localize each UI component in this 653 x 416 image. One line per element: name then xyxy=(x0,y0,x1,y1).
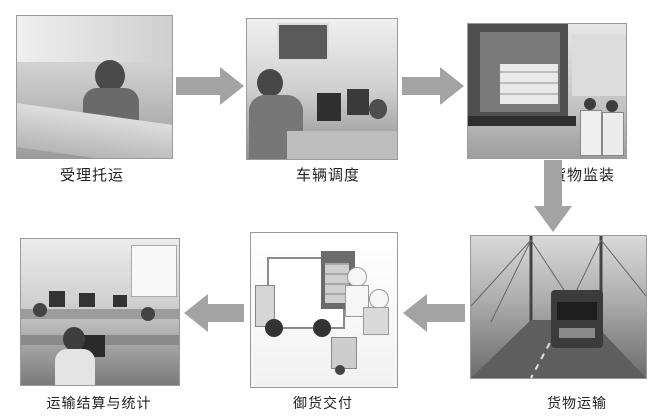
step-label-settle: 运输结算与统计 xyxy=(9,396,189,412)
step-label-supervise: 货物监装 xyxy=(493,166,653,184)
computer-room-photo xyxy=(20,238,180,386)
arrow-right-icon xyxy=(402,67,464,105)
service-desk-photo xyxy=(16,15,173,159)
delivery-van-photo xyxy=(250,232,398,388)
step-label-transport: 货物运输 xyxy=(487,396,653,412)
step-label-deliver: 御货交付 xyxy=(233,396,413,412)
dispatch-office-photo xyxy=(246,18,398,160)
arrow-right-icon xyxy=(176,67,244,105)
arrow-left-icon xyxy=(184,294,244,332)
arrow-down-icon xyxy=(534,160,572,232)
arrow-left-icon xyxy=(403,294,465,332)
step-label-accept: 受理托运 xyxy=(2,166,182,184)
step-label-dispatch: 车辆调度 xyxy=(238,166,418,184)
loading-truck-photo xyxy=(467,23,627,159)
highway-truck-photo xyxy=(470,235,647,379)
